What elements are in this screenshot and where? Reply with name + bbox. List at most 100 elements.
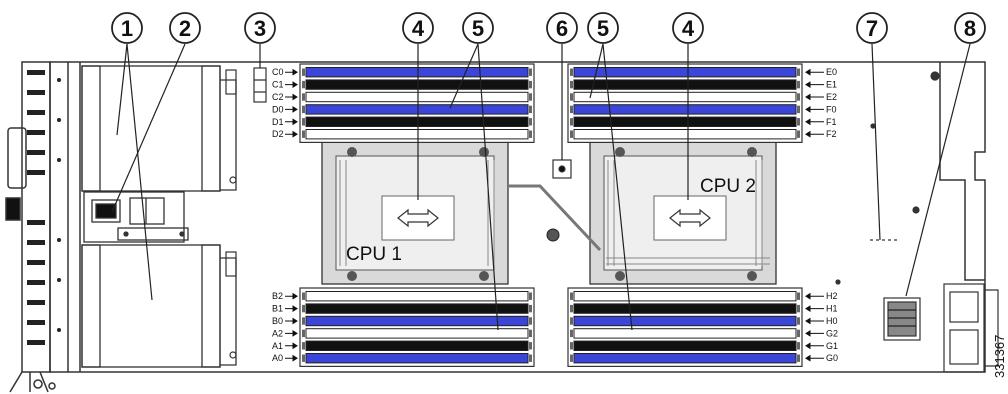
callout-5-cpu1: 5	[462, 12, 494, 44]
dimm-slot-label: A2	[272, 328, 283, 338]
dimm-latch	[302, 292, 305, 300]
dimm-slot-h1	[573, 303, 797, 314]
svg-text:7: 7	[866, 16, 878, 41]
drive-connector	[83, 191, 189, 243]
callout-1: 1	[111, 12, 143, 44]
cpu-arrow-icon	[397, 208, 711, 228]
dimm-latch	[797, 329, 800, 338]
svg-text:5: 5	[472, 16, 484, 41]
dimm-slot-g0	[573, 353, 797, 364]
component-3	[253, 67, 267, 103]
dimm-slot-label: H0	[826, 316, 838, 326]
dimm-pointer-arrow	[805, 68, 824, 76]
dimm-pointer-arrow	[285, 118, 298, 126]
dimm-latch	[529, 354, 532, 362]
dimm-slot-label: E0	[826, 67, 837, 77]
dimm-latch	[797, 80, 800, 89]
dimm-latch	[797, 130, 800, 138]
dimm-slot-label: G1	[826, 341, 838, 351]
dimm-latch	[529, 329, 532, 338]
dimm-slot-label: F2	[826, 129, 837, 139]
drive-bay-lower	[81, 244, 237, 368]
figure-id: 331367	[992, 335, 1007, 378]
dimm-latch	[529, 118, 532, 126]
cpu-heatsink-fins	[339, 160, 770, 266]
heatpipe	[508, 184, 602, 252]
dimm-pointer-arrow	[285, 68, 298, 76]
dimm-pointer-arrow	[805, 118, 824, 126]
dimm-slot-c2	[305, 91, 529, 103]
dimm-pointer-arrow	[285, 354, 298, 362]
svg-text:6: 6	[556, 16, 568, 41]
dimm-slot-h0	[573, 315, 797, 327]
callout-6: 6	[546, 12, 578, 44]
dimm-slot-label: G2	[826, 328, 838, 338]
dimm-latch	[797, 118, 800, 126]
dimm-latch	[797, 354, 800, 362]
dimm-slot-label: C1	[272, 80, 284, 90]
svg-text:5: 5	[597, 16, 609, 41]
dimm-pointer-arrow	[285, 81, 298, 89]
dimm-latch	[302, 118, 305, 126]
dimm-slot-label: G0	[826, 353, 838, 363]
dimm-slot-label: E2	[826, 92, 837, 102]
svg-text:8: 8	[964, 16, 976, 41]
dimm-latch	[529, 130, 532, 138]
dimm-latch	[797, 342, 800, 350]
dimm-latch	[797, 93, 800, 101]
callout-4-cpu1: 4	[402, 12, 434, 44]
bezel-vent-holes	[27, 70, 61, 345]
dimm-latch	[529, 304, 532, 313]
dimm-latch	[570, 68, 573, 76]
dimm-slot-label: F0	[826, 104, 837, 114]
dimm-slot-d0	[305, 104, 529, 115]
dimm-pointer-arrow	[285, 292, 298, 300]
dimm-pointer-arrow	[805, 93, 824, 101]
dimm-slot-label: H2	[826, 291, 838, 301]
dimm-slot-c0	[305, 67, 529, 78]
dimm-slot-h2	[573, 291, 797, 302]
dimm-latch	[302, 68, 305, 76]
dimm-slot-a1	[305, 340, 529, 352]
dimm-latch	[302, 317, 305, 325]
leader-lines	[111, 43, 971, 331]
dimm-latch	[302, 130, 305, 138]
mezzanine-connector	[883, 297, 921, 341]
dimm-slot-f0	[573, 104, 797, 115]
dimm-latch	[302, 80, 305, 89]
dimm-pointer-arrow	[805, 354, 824, 362]
dimm-latch	[570, 105, 573, 114]
dimm-pointer-arrow	[285, 105, 298, 113]
svg-text:4: 4	[682, 16, 695, 41]
board-outline	[68, 61, 986, 373]
dimm-slot-label: B0	[272, 316, 283, 326]
dimm-slot-f1	[573, 116, 797, 127]
dimm-slot-d1	[305, 116, 529, 127]
dimm-latch	[529, 68, 532, 76]
dimm-pointer-arrow	[805, 317, 824, 325]
dimm-latch	[797, 317, 800, 325]
dimm-slot-label: D1	[272, 117, 284, 127]
dimm-pointer-arrow	[805, 292, 824, 300]
dimm-slot-label: A0	[272, 353, 283, 363]
dimm-latch	[302, 93, 305, 101]
component-6	[552, 159, 572, 179]
dimm-slot-b2	[305, 291, 529, 302]
dimm-slot-a2	[305, 328, 529, 339]
callout-3: 3	[244, 12, 276, 44]
dimm-latch	[570, 329, 573, 338]
dimm-latch	[570, 342, 573, 350]
dimm-slot-label: D0	[272, 104, 284, 114]
dimm-slot-label: A1	[272, 341, 283, 351]
board-standoff	[546, 228, 560, 242]
dimm-slot-label: B1	[272, 304, 283, 314]
callout-2: 2	[169, 12, 201, 44]
dimm-latch	[570, 354, 573, 362]
dimm-slot-g2	[573, 328, 797, 339]
callout-8: 8	[954, 12, 986, 44]
drive-bay-upper	[81, 65, 237, 192]
dimm-latch	[570, 317, 573, 325]
dimm-pointer-arrow	[805, 105, 824, 113]
